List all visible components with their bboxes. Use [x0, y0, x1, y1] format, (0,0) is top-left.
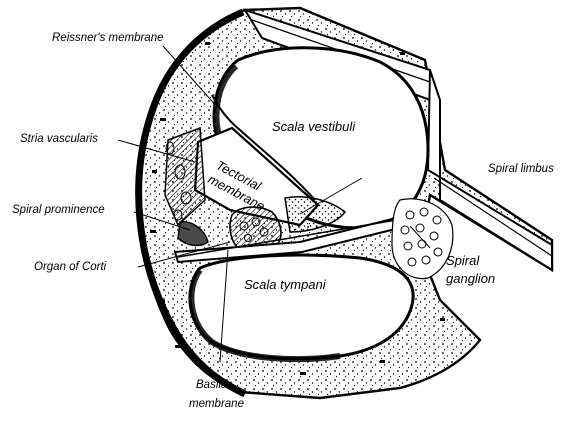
basilar-label-line2: membrane: [189, 398, 244, 410]
stria-vascularis-label: Stria vascularis: [20, 133, 98, 145]
reissners-membrane-label: Reissner's membrane: [52, 32, 164, 44]
scala-tympani-label: Scala tympani: [244, 277, 327, 292]
spiral-ganglion-label-line1: Spiral: [446, 253, 480, 268]
spiral-ganglion-label-line2: ganglion: [446, 271, 495, 286]
spiral-prominence-label: Spiral prominence: [12, 204, 105, 216]
scala-vestibuli-label: Scala vestibuli: [272, 119, 356, 134]
spiral-limbus-label: Spiral limbus: [488, 163, 554, 175]
organ-of-corti: [230, 207, 281, 248]
spiral-ganglion: [392, 199, 453, 279]
basilar-label-line1: Basilar: [196, 379, 232, 391]
organ-of-corti-label: Organ of Corti: [34, 261, 107, 273]
